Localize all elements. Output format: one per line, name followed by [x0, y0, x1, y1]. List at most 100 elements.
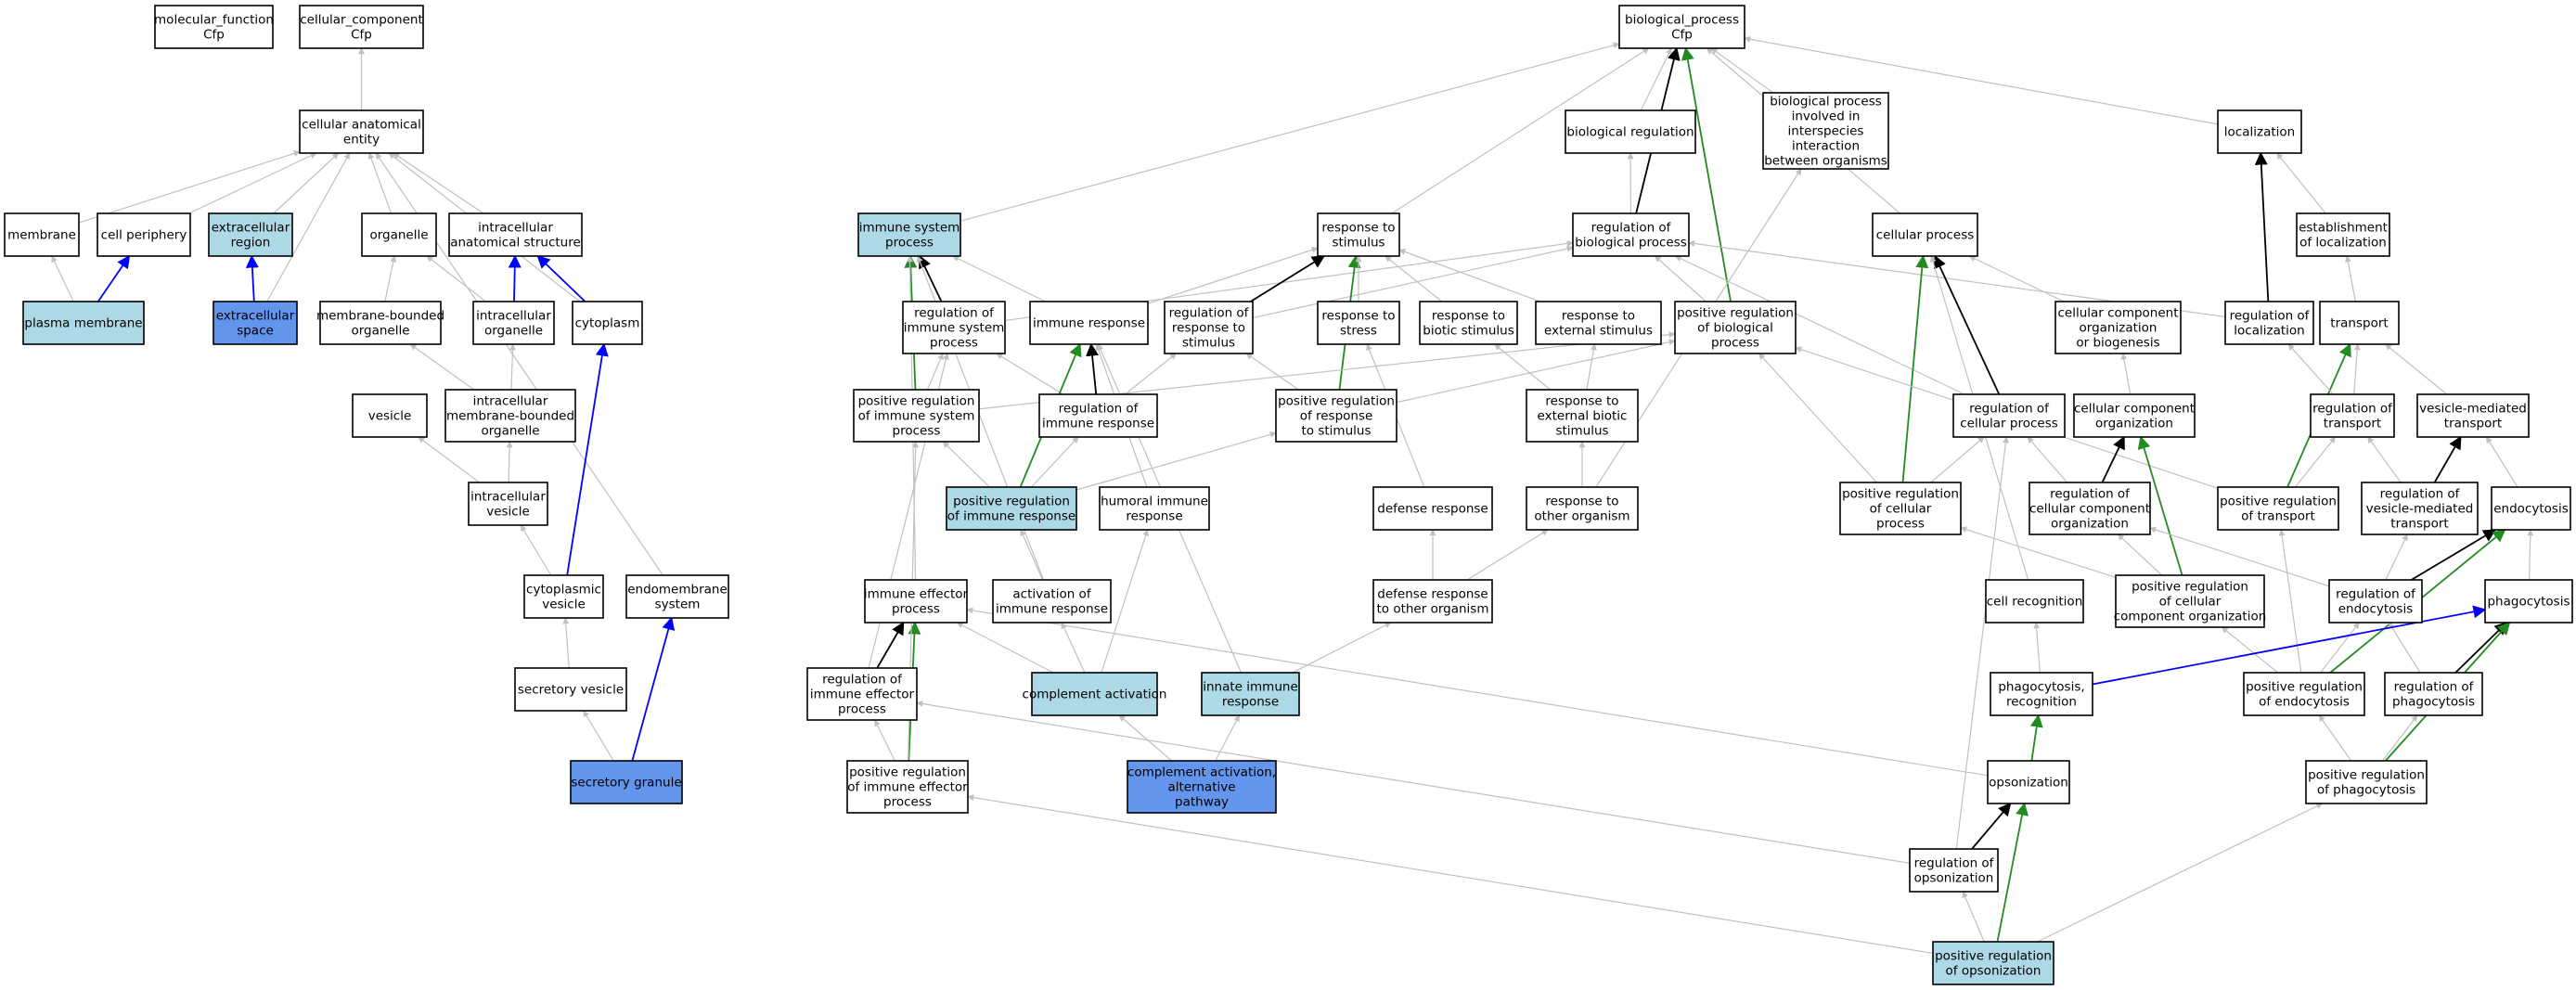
node-label-line: process — [838, 701, 886, 716]
node-opson[interactable]: opsonization — [1987, 760, 2070, 804]
edge-bioreg-to-bp — [1640, 47, 1672, 111]
node-box — [1909, 848, 1999, 893]
edge-posregimmresp-to-posregiss — [942, 441, 990, 488]
node-vesicle[interactable]: vesicle — [352, 393, 428, 438]
node-secgran[interactable]: secretory granule — [570, 760, 683, 804]
node-immresp[interactable]: immune response — [1029, 301, 1149, 345]
edge-secgran-to-endomem — [631, 616, 676, 762]
edge-plasmamem-to-membrane — [51, 255, 74, 302]
edge-posregrts-to-posregbp — [1396, 339, 1676, 404]
node-cytoplasm[interactable]: cytoplasm — [572, 301, 643, 345]
node-plasmamem[interactable]: plasma membrane — [22, 301, 145, 345]
node-label-line: to stimulus — [1302, 423, 1372, 438]
edge-posregcellproc-to-cellproc — [1901, 254, 1929, 483]
node-cellrecog[interactable]: cell recognition — [1985, 579, 2084, 624]
node-organelle[interactable]: organelle — [361, 212, 437, 257]
node-label-line: phagocytosis, — [1998, 679, 2084, 694]
edge-regopson-to-opson — [1971, 802, 2012, 850]
node-label-line: positive regulation — [2246, 679, 2363, 694]
edge-immresp-to-iss — [952, 255, 1046, 302]
node-secves[interactable]: secretory vesicle — [514, 667, 627, 712]
edge-opson-to-phagorecog — [2029, 714, 2043, 762]
node-label-line: entity — [343, 132, 380, 147]
node-cellproc[interactable]: cellular process — [1872, 212, 1978, 257]
node-phagorecog[interactable]: phagocytosis,recognition — [1990, 672, 2093, 716]
node-cellper[interactable]: cell periphery — [97, 212, 191, 257]
edge-vesmedtrans-to-transport — [2385, 343, 2448, 395]
node-transport[interactable]: transport — [2319, 301, 2400, 345]
node-label-line: process — [892, 601, 940, 616]
edge-posregopson-to-posregimmeff — [967, 794, 1934, 955]
node-label-line: process — [1876, 516, 1925, 531]
node-label-line: between organisms — [1764, 153, 1887, 168]
node-defresp[interactable]: defense response — [1372, 486, 1493, 531]
edge-cytoplasm-to-intanat — [536, 255, 586, 302]
node-box — [902, 301, 1006, 354]
node-complact[interactable]: complement activation — [1023, 672, 1167, 716]
node-phago[interactable]: phagocytosis — [2484, 579, 2573, 624]
node-localization[interactable]: localization — [2217, 109, 2302, 154]
node-endocytosis[interactable]: endocytosis — [2491, 486, 2571, 531]
node-bioreg[interactable]: biological regulation — [1565, 109, 1696, 154]
node-membrane[interactable]: membrane — [4, 212, 80, 257]
node-label-line: activation of — [1012, 586, 1091, 601]
edge-phagorecog-to-cellrecog — [2033, 622, 2041, 674]
edge-immresp-to-rts — [1147, 247, 1319, 304]
